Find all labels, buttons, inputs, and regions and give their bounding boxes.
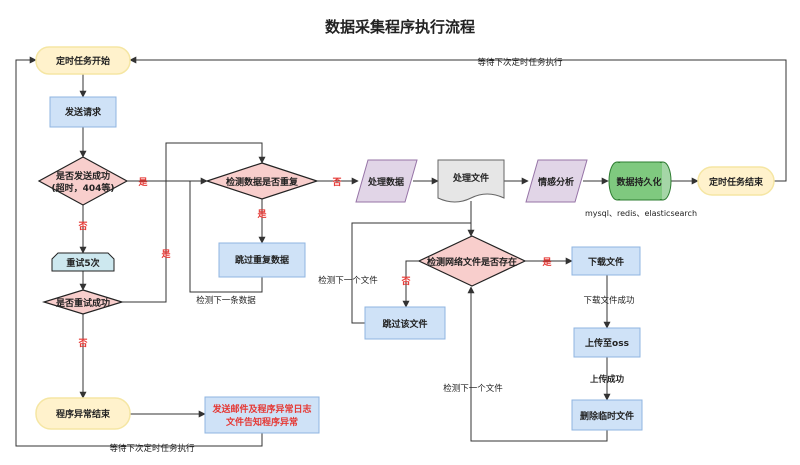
node-abnormal-end-label: 程序异常结束 <box>56 408 111 420</box>
label-retryok-yes: 是 <box>160 249 171 260</box>
node-retry-ok-label: 是否重试成功 <box>55 297 110 309</box>
edge-labels: 等待下次定时任务执行 等待下次定时任务执行 是 否 是 否 是 否 检测下一条数… <box>77 57 634 454</box>
node-end: 定时任务结束 <box>697 166 775 196</box>
node-abnormal-end: 程序异常结束 <box>35 397 131 430</box>
label-upload-ok: 上传成功 <box>590 374 625 385</box>
node-start-label: 定时任务开始 <box>55 55 110 67</box>
node-upload-label: 上传至oss <box>585 337 629 349</box>
node-process-data-label: 处理数据 <box>367 176 404 188</box>
node-sentiment-label: 情感分析 <box>537 176 574 188</box>
node-retry: 重试5次 <box>51 252 115 272</box>
node-skip-file: 跳过该文件 <box>364 306 446 340</box>
diagram-title: 数据采集程序执行流程 <box>325 18 475 36</box>
node-upload: 上传至oss <box>573 327 641 358</box>
label-next-file-bottom: 检测下一个文件 <box>443 383 503 394</box>
node-send-ok-line2: (超时，404等) <box>51 182 114 194</box>
node-send-request-label: 发送请求 <box>64 106 102 118</box>
label-download-ok: 下载文件成功 <box>583 295 634 306</box>
node-download-label: 下载文件 <box>588 256 624 268</box>
node-skip-dup: 跳过重复数据 <box>218 242 306 278</box>
node-net-file-check-decision: 检测网络文件是否存在 <box>417 235 527 287</box>
node-process-file: 处理文件 <box>437 159 505 203</box>
label-dup-yes: 是 <box>256 209 267 220</box>
node-retry-label: 重试5次 <box>66 257 99 269</box>
edges <box>15 56 787 447</box>
edge-mail-loop-to-start <box>15 56 263 447</box>
label-wait-next-top: 等待下次定时任务执行 <box>477 57 563 68</box>
node-send-mail-line2: 文件告知程序异常 <box>225 416 298 428</box>
label-wait-next-bottom: 等待下次定时任务执行 <box>109 443 195 454</box>
label-sendok-yes: 是 <box>137 177 148 188</box>
node-download: 下载文件 <box>571 246 641 276</box>
label-retryok-no: 否 <box>77 338 87 349</box>
node-process-data: 处理数据 <box>355 159 418 203</box>
node-sentiment: 情感分析 <box>525 159 588 203</box>
label-netcheck-yes: 是 <box>541 257 552 268</box>
node-delete-tmp-label: 删除临时文件 <box>580 410 634 422</box>
node-send-ok-decision: 是否发送成功 (超时，404等) <box>37 156 129 206</box>
label-next-record: 检测下一条数据 <box>196 295 256 306</box>
edge-retryok-yes-to-dup <box>122 142 266 303</box>
edge-skip-to-next-record <box>189 181 263 293</box>
node-persist-label: 数据持久化 <box>616 176 661 188</box>
node-end-label: 定时任务结束 <box>708 176 764 188</box>
node-net-file-check-label: 检测网络文件是否存在 <box>427 256 517 268</box>
label-next-file-left: 检测下一个文件 <box>318 275 378 286</box>
node-delete-tmp: 删除临时文件 <box>571 399 643 431</box>
node-process-file-label: 处理文件 <box>452 172 489 184</box>
label-sendok-no: 否 <box>77 221 87 232</box>
node-dup-check-decision: 检测数据是否重复 <box>205 162 319 200</box>
node-retry-ok-decision: 是否重试成功 <box>41 289 125 315</box>
node-send-mail: 发送邮件及程序异常日志 文件告知程序异常 <box>204 396 320 434</box>
node-skip-file-label: 跳过该文件 <box>382 318 427 330</box>
node-send-request: 发送请求 <box>49 96 117 128</box>
node-dup-check-label: 检测数据是否重复 <box>226 176 299 188</box>
edge-end-loop-to-start <box>129 56 787 182</box>
node-persist: 数据持久化 <box>608 161 672 201</box>
edge-skipfile-to-next <box>351 222 471 324</box>
edge-delete-loop-to-netcheck <box>467 286 608 442</box>
node-skip-dup-label: 跳过重复数据 <box>235 254 289 266</box>
edge-netcheck-no-to-skip <box>402 260 419 308</box>
node-persist-note: mysql、redis、elasticsearch <box>585 209 697 218</box>
node-send-mail-line1: 发送邮件及程序异常日志 <box>211 403 311 415</box>
label-netcheck-no: 否 <box>400 276 410 287</box>
node-send-ok-line1: 是否发送成功 <box>55 170 110 182</box>
label-dup-no: 否 <box>331 177 341 188</box>
node-start: 定时任务开始 <box>35 46 131 75</box>
